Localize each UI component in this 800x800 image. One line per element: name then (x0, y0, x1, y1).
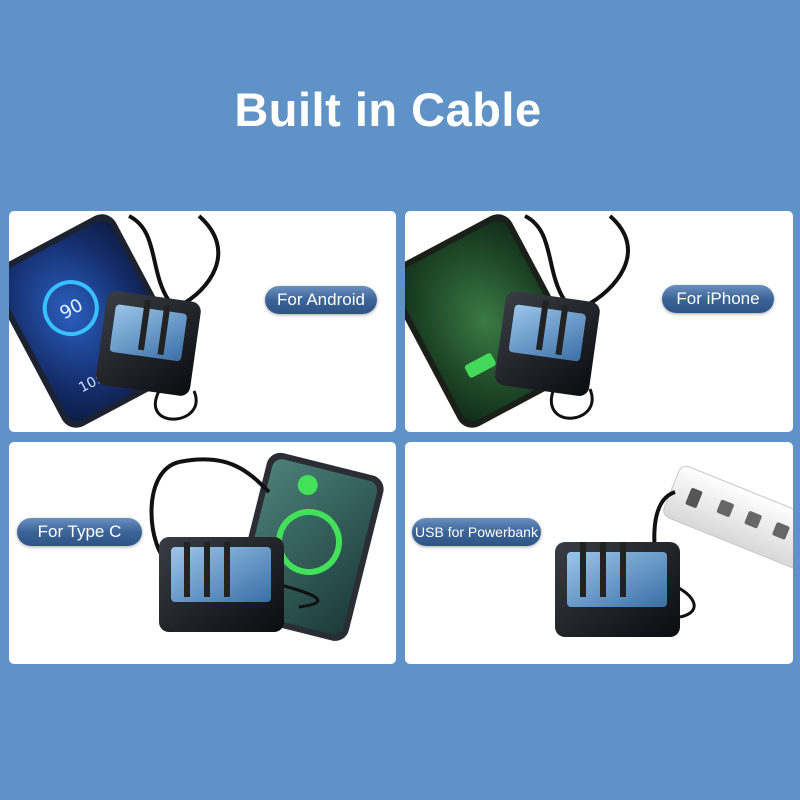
panel-type-c: For Type C (9, 442, 396, 664)
type-c-illustration (149, 452, 384, 641)
iphone-illustration (405, 214, 630, 428)
label-for-android: For Android (265, 286, 377, 314)
label-for-iphone: For iPhone (662, 285, 774, 313)
label-usb-for-powerbank: USB for Powerbank (412, 518, 541, 546)
label-for-type-c: For Type C (17, 518, 142, 546)
usb-powerbank-illustration (555, 465, 793, 637)
panel-usb-powerbank: USB for Powerbank (405, 442, 793, 664)
power-bank-icon (555, 542, 680, 637)
power-bank-icon (96, 291, 201, 396)
power-bank-icon (495, 291, 600, 396)
android-phone-illustration: 90 10:10 (9, 214, 221, 428)
panel-android: 90 10:10 For Android (9, 211, 396, 432)
page-title: Built in Cable (234, 83, 542, 136)
panel-iphone: For iPhone (405, 211, 793, 432)
power-strip-icon (663, 465, 793, 573)
power-bank-icon (159, 537, 284, 632)
